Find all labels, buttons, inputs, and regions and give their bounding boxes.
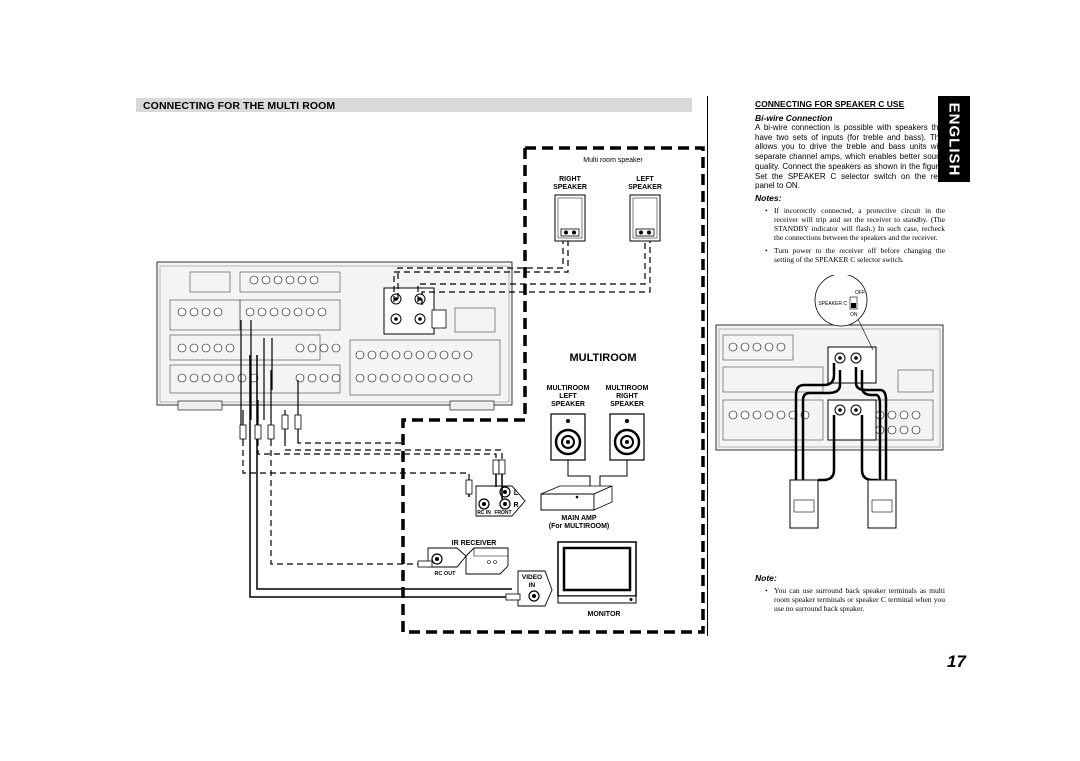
multiroom-title: MULTIROOM (569, 352, 636, 364)
main-amp (540, 485, 613, 511)
speaker-c-title: CONNECTING FOR SPEAKER C USE (755, 99, 905, 109)
for-multiroom-label: (For MULTIROOM) (549, 523, 610, 530)
column-divider (707, 96, 708, 636)
monitor (517, 541, 637, 607)
multiroom-right-label-2: RIGHT (616, 393, 639, 400)
multi-room-speaker-label: Multi room speaker (583, 157, 643, 164)
page-number: 17 (947, 652, 966, 671)
receiver-rear-panel (156, 261, 513, 411)
notes-list: If incorrectly connected, a protective c… (765, 206, 945, 264)
rc-out-label: RC OUT (434, 571, 456, 577)
top-left-speaker (629, 194, 661, 242)
note-item: If incorrectly connected, a protective c… (765, 206, 945, 242)
language-tab (938, 96, 970, 182)
left-speaker-label-2: SPEAKER (628, 184, 662, 191)
multiroom-right-label-1: MULTIROOM (606, 385, 649, 392)
rc-in-label: RC IN (477, 510, 491, 516)
amp-input-jacks (475, 485, 526, 517)
switch-off-label: OFF (855, 290, 865, 296)
speaker-c-switch-label: SPEAKER C (818, 301, 847, 307)
front-label: FRONT (494, 510, 511, 516)
bi-wire-paragraph: A bi-wire connection is possible with sp… (755, 123, 945, 191)
top-right-speaker (554, 194, 586, 242)
right-speaker-label-2: SPEAKER (553, 184, 587, 191)
section-title: CONNECTING FOR THE MULTI ROOM (143, 100, 336, 112)
note-item: Turn power to the receiver off before ch… (765, 246, 945, 264)
note-heading: Note: (755, 573, 777, 583)
switch-on-label: ON (850, 312, 858, 318)
multiroom-left-label-2: LEFT (559, 393, 577, 400)
video-label: VIDEO (522, 574, 542, 581)
right-speaker-label-1: RIGHT (559, 176, 582, 183)
multiroom-left-label-3: SPEAKER (551, 401, 585, 408)
amp-r-label: R (513, 502, 518, 509)
bi-wire-title: Bi-wire Connection (755, 113, 833, 123)
multiroom-left-label-1: MULTIROOM (547, 385, 590, 392)
note-item: You can use surround back speaker termin… (765, 586, 945, 613)
notes-heading: Notes: (755, 193, 782, 203)
ir-receiver-label: IR RECEIVER (452, 540, 497, 547)
left-speaker-label-1: LEFT (636, 176, 654, 183)
speaker-c-diagram: SPEAKER C OFF ON (715, 275, 944, 529)
section-title-bar (136, 98, 692, 112)
monitor-label: MONITOR (588, 611, 621, 618)
ir-receiver (427, 547, 509, 575)
multiroom-right-label-3: SPEAKER (610, 401, 644, 408)
multiroom-right-speaker (609, 413, 645, 461)
amp-l-label: L (514, 490, 519, 497)
note-list: You can use surround back speaker termin… (765, 586, 945, 613)
in-label: IN (529, 582, 536, 589)
main-amp-label: MAIN AMP (561, 515, 596, 522)
speaker-c-switch-callout (814, 275, 868, 327)
multiroom-left-speaker (550, 413, 586, 461)
